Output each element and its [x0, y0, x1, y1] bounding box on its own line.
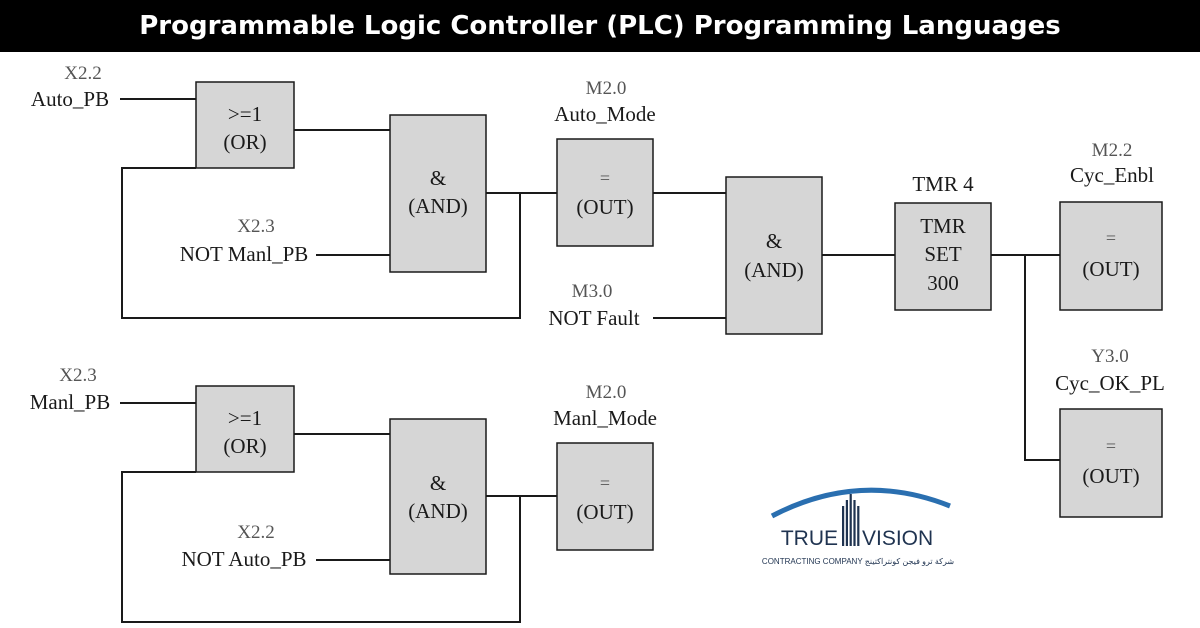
output-name-label: Manl_Mode	[553, 406, 657, 430]
input-name-label: NOT Manl_PB	[180, 242, 309, 266]
input-name-label: Manl_PB	[30, 390, 111, 414]
input-name-label: Auto_PB	[31, 87, 109, 111]
company-logo: TRUE VISION CONTRACTING COMPANY شركة ترو…	[762, 487, 954, 566]
logo-tagline: CONTRACTING COMPANY شركة ترو فيجن كونترا…	[762, 557, 954, 566]
output-block-label: (OUT)	[576, 500, 633, 524]
output-name-label: Auto_Mode	[554, 102, 656, 126]
branch-wire	[1024, 255, 1060, 461]
building-icon	[842, 494, 860, 546]
logo-word-vision: VISION	[862, 527, 933, 550]
feedback-wire	[121, 167, 521, 319]
output-block	[1059, 201, 1163, 311]
input-address-label: X2.2	[64, 63, 101, 84]
output-block-label: (OUT)	[576, 195, 633, 219]
and-block-symbol: &	[430, 166, 446, 190]
output-block	[556, 138, 654, 247]
timer-header-label: TMR 4	[912, 172, 974, 196]
and-block-symbol: &	[766, 229, 782, 253]
or-block	[195, 81, 295, 169]
output-address-label: Y3.0	[1091, 346, 1128, 367]
and-block-label: (AND)	[408, 499, 467, 523]
network-manual-mode: X2.3 Manl_PB >=1 (OR) X2.2 NOT Auto_PB &…	[30, 365, 657, 623]
timer-block-preset: 300	[927, 271, 959, 295]
or-block-symbol: >=1	[228, 102, 262, 126]
input-address-label: X2.3	[237, 216, 274, 237]
output-block-symbol: =	[600, 168, 610, 188]
output-block	[1059, 408, 1163, 518]
page-title: Programmable Logic Controller (PLC) Prog…	[0, 0, 1200, 52]
input-address-label: X2.3	[59, 365, 96, 386]
output-name-label: Cyc_Enbl	[1070, 163, 1154, 187]
or-block-label: (OR)	[223, 434, 266, 458]
output-address-label: M2.0	[586, 382, 627, 403]
input-address-label: X2.2	[237, 522, 274, 543]
and-block-label: (AND)	[744, 258, 803, 282]
or-block-symbol: >=1	[228, 406, 262, 430]
output-block-symbol: =	[1106, 228, 1116, 248]
output-address-label: M2.0	[586, 78, 627, 99]
or-block-label: (OR)	[223, 130, 266, 154]
network-auto-mode: X2.2 Auto_PB >=1 (OR) X2.3 NOT Manl_PB &…	[31, 63, 656, 319]
timer-block-type: TMR	[920, 214, 966, 238]
timer-block	[894, 202, 992, 311]
logo-arc	[770, 487, 951, 519]
timer-block-set-label: SET	[924, 242, 962, 266]
input-address-label: M3.0	[572, 281, 613, 302]
input-name-label: NOT Fault	[548, 306, 639, 330]
logo-word-true: TRUE	[781, 527, 838, 550]
output-block-symbol: =	[1106, 436, 1116, 456]
output-block-label: (OUT)	[1082, 257, 1139, 281]
output-name-label: Cyc_OK_PL	[1055, 371, 1165, 395]
and-block	[725, 176, 823, 335]
or-block	[195, 385, 295, 473]
and-block	[389, 114, 487, 273]
output-block-symbol: =	[600, 473, 610, 493]
input-name-label: NOT Auto_PB	[181, 547, 306, 571]
output-address-label: M2.2	[1092, 140, 1133, 161]
output-block-label: (OUT)	[1082, 464, 1139, 488]
and-block-symbol: &	[430, 471, 446, 495]
output-block	[556, 442, 654, 551]
and-block-label: (AND)	[408, 194, 467, 218]
network-cycle-enable: M3.0 NOT Fault & (AND) TMR 4 TMR SET 300…	[548, 140, 1165, 518]
and-block	[389, 418, 487, 575]
feedback-wire	[121, 471, 521, 623]
